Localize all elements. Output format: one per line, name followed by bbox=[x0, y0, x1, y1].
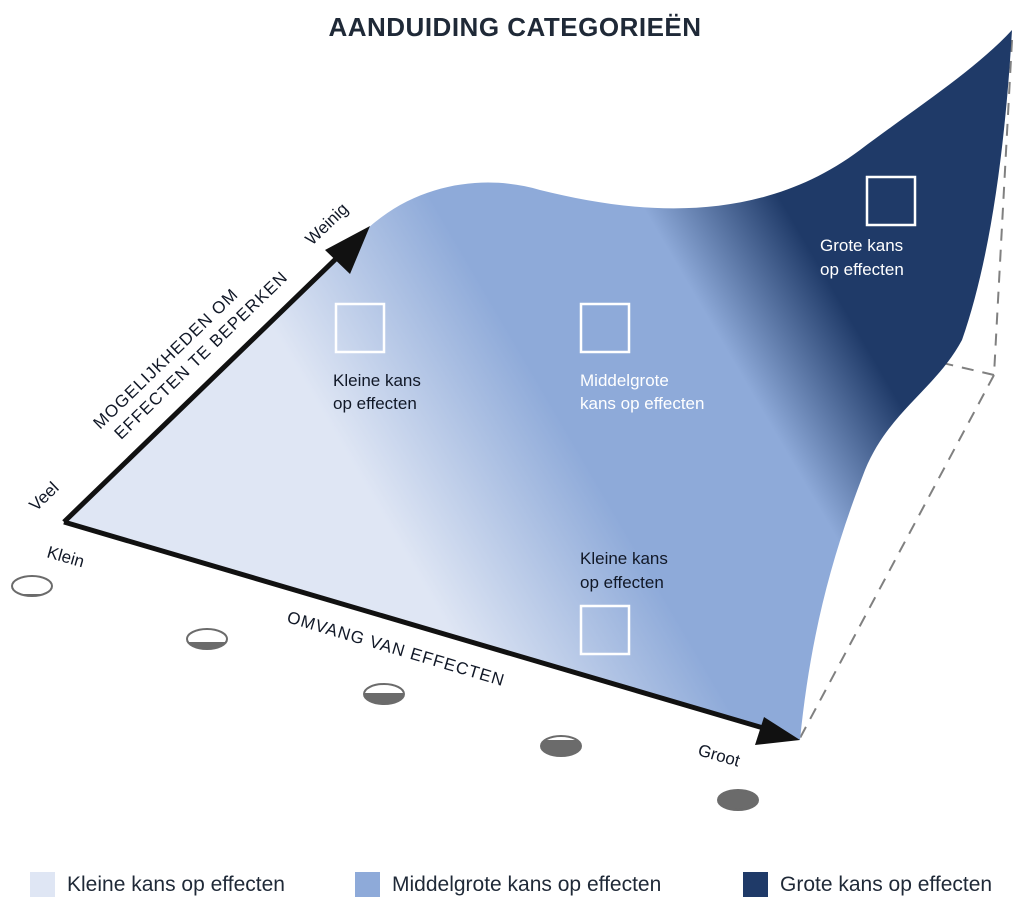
y-axis-start-label: Veel bbox=[26, 478, 63, 515]
ellipse-fill bbox=[364, 693, 404, 704]
marker-square bbox=[334, 302, 386, 354]
dashed-box-edges bbox=[799, 39, 1013, 739]
marker-label-line1: Middelgrote bbox=[580, 371, 669, 390]
marker-low-top: Kleine kans op effecten bbox=[333, 302, 421, 413]
legend-swatch-low bbox=[30, 872, 55, 897]
ellipse-fill bbox=[187, 642, 227, 649]
legend: Kleine kans op effecten Middelgrote kans… bbox=[0, 872, 1030, 899]
ellipse-outline bbox=[717, 789, 759, 811]
marker-label-line1: Grote kans bbox=[820, 236, 903, 255]
size-indicator-ellipse bbox=[11, 575, 53, 597]
x-axis-end-label: Groot bbox=[696, 741, 742, 771]
dashed-edge-diagonal bbox=[799, 374, 995, 739]
x-axis-start-label: Klein bbox=[45, 543, 87, 572]
ellipse-outline bbox=[11, 575, 53, 597]
size-indicator-ellipse bbox=[186, 628, 228, 650]
marker-square bbox=[579, 604, 631, 656]
marker-medium: Middelgrote kans op effecten bbox=[579, 302, 704, 413]
x-axis-arrowhead bbox=[755, 717, 800, 745]
ellipse-outline bbox=[540, 735, 582, 757]
legend-label-medium: Middelgrote kans op effecten bbox=[392, 872, 662, 896]
marker-label-line2: op effecten bbox=[580, 573, 664, 592]
size-indicator-ellipse bbox=[363, 683, 405, 705]
legend-swatch-high bbox=[743, 872, 768, 897]
ellipse-fill bbox=[541, 740, 581, 756]
marker-label-line2: op effecten bbox=[333, 394, 417, 413]
marker-label-line2: op effecten bbox=[820, 260, 904, 279]
marker-high: Grote kans op effecten bbox=[820, 175, 917, 279]
axes bbox=[62, 226, 800, 745]
diagram-title: AANDUIDING CATEGORIEËN bbox=[328, 12, 701, 42]
legend-label-low: Kleine kans op effecten bbox=[67, 872, 285, 896]
ellipse-outline bbox=[363, 683, 405, 705]
marker-square bbox=[865, 175, 917, 227]
dashed-edge-back bbox=[993, 39, 1013, 376]
ellipse-outline bbox=[186, 628, 228, 650]
marker-label-line1: Kleine kans bbox=[333, 371, 421, 390]
legend-label-high: Grote kans op effecten bbox=[780, 872, 993, 896]
risk-surface bbox=[64, 30, 1012, 740]
x-axis-line bbox=[63, 519, 771, 733]
size-indicator-ellipse bbox=[540, 735, 582, 757]
size-indicators bbox=[11, 575, 759, 811]
legend-swatch-medium bbox=[355, 872, 380, 897]
y-axis-line bbox=[62, 248, 347, 524]
size-indicator-ellipse bbox=[717, 789, 759, 811]
ellipse-background bbox=[12, 576, 52, 596]
marker-low-bottom: Kleine kans op effecten bbox=[579, 549, 668, 656]
y-axis-arrowhead bbox=[325, 226, 370, 274]
legend-item-medium: Middelgrote kans op effecten bbox=[355, 872, 661, 897]
dashed-edge-top bbox=[929, 359, 995, 376]
marker-label-line1: Kleine kans bbox=[580, 549, 668, 568]
ellipse-fill bbox=[718, 790, 758, 810]
legend-item-high: Grote kans op effecten bbox=[743, 872, 992, 897]
marker-label-line2: kans op effecten bbox=[580, 394, 704, 413]
marker-square bbox=[579, 302, 631, 354]
legend-item-low: Kleine kans op effecten bbox=[30, 872, 285, 897]
